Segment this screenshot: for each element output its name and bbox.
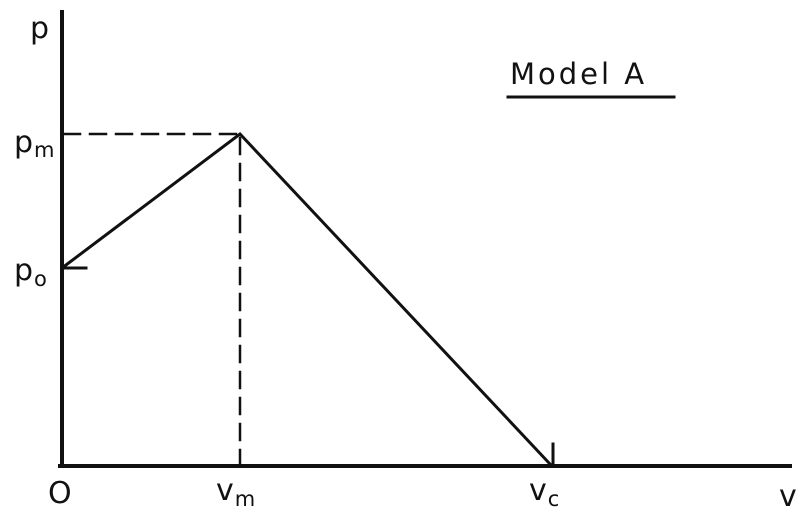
y-tick-label-pm: pm — [14, 125, 55, 162]
x-tick-label-vc: vc — [529, 473, 559, 511]
y-tick-label-po: po — [14, 253, 47, 291]
x-axis-label: v — [779, 479, 797, 514]
model-curve — [59, 131, 553, 467]
diagram-title: Model A — [510, 57, 647, 91]
y-axis-label: p — [30, 11, 49, 46]
origin-label: O — [48, 476, 72, 511]
x-tick-label-vm: vm — [216, 473, 255, 511]
